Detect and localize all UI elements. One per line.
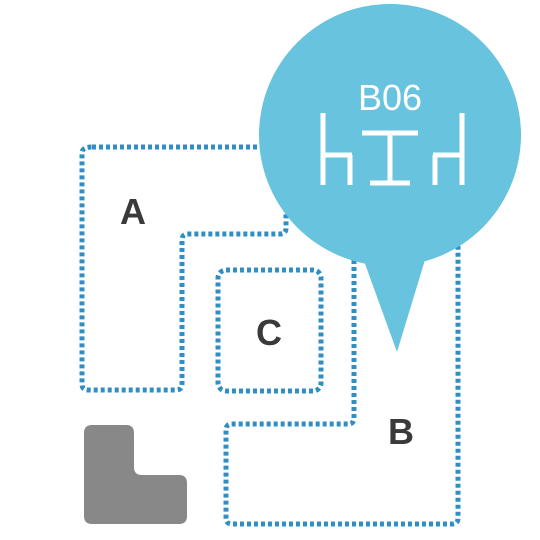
location-pin[interactable]: B06 bbox=[259, 4, 521, 352]
zone-a-label: A bbox=[120, 191, 146, 232]
zone-c-outline[interactable] bbox=[215, 267, 324, 394]
entrance-block bbox=[84, 425, 187, 524]
pin-code-label: B06 bbox=[358, 77, 422, 118]
zone-b-label: B bbox=[388, 411, 414, 452]
zone-c-label: C bbox=[256, 312, 282, 353]
pin-pointer bbox=[360, 250, 428, 352]
desk-with-chairs-icon bbox=[320, 113, 465, 186]
zone-b-outline[interactable] bbox=[223, 240, 461, 527]
